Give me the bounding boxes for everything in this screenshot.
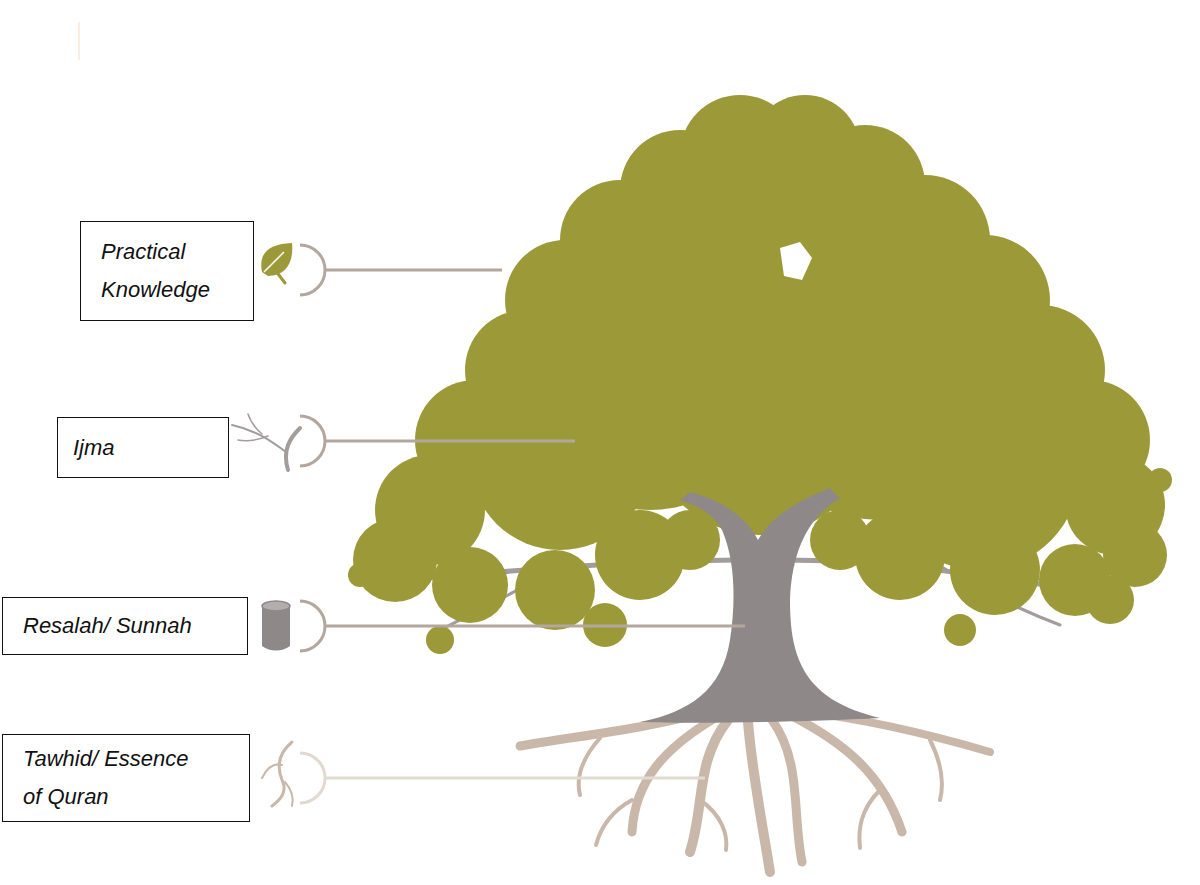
text-holder: Practical Knowledge	[101, 233, 241, 309]
foliage	[944, 614, 976, 646]
foliage	[950, 525, 1040, 615]
branch-icon	[238, 436, 268, 441]
label-box: Practical Knowledge	[80, 221, 254, 321]
root	[748, 722, 770, 872]
leaf-vein	[264, 252, 284, 272]
stump-icon	[262, 606, 290, 651]
leader-bracket	[300, 245, 325, 295]
roots	[520, 712, 990, 872]
stump-top	[262, 601, 290, 611]
foliage	[515, 550, 595, 630]
root	[700, 800, 726, 850]
text-holder: Ijma	[73, 429, 115, 467]
text-holder: Resalah/ Sunnah	[23, 607, 192, 645]
foliage	[1086, 576, 1134, 624]
box-label: Ijma	[73, 429, 115, 467]
leaf-stem	[272, 266, 285, 283]
label-box: Ijma	[57, 417, 229, 478]
root	[579, 738, 600, 795]
leader-line	[325, 625, 745, 628]
stray-mark	[78, 22, 80, 60]
canopy-gap	[780, 242, 812, 280]
box-label: Tawhid/ Essence of Quran	[23, 740, 203, 816]
root	[772, 720, 802, 862]
label-box: Resalah/ Sunnah	[2, 597, 248, 655]
leader-line	[325, 440, 575, 443]
root	[690, 720, 728, 852]
leader-line	[325, 269, 502, 272]
foliage	[426, 626, 454, 654]
branch-icon	[232, 414, 300, 470]
foliage	[353, 518, 437, 602]
stump-icon	[262, 601, 290, 651]
root	[596, 800, 632, 845]
root	[859, 790, 880, 848]
branch-icon	[232, 425, 286, 452]
box-label: Practical Knowledge	[101, 233, 241, 309]
foliage	[348, 563, 372, 587]
leader-bracket	[300, 601, 325, 651]
foliage	[810, 510, 870, 570]
root-icon	[285, 782, 293, 806]
trunk	[640, 488, 880, 723]
leader-lines	[300, 753, 705, 803]
root-icon	[262, 764, 282, 778]
foliage	[855, 510, 945, 600]
branch-icon	[286, 428, 300, 470]
root	[792, 716, 902, 832]
leaf-icon	[261, 243, 292, 283]
root-icon	[272, 742, 292, 806]
leader-bracket	[300, 416, 325, 466]
branch-icon	[248, 414, 262, 434]
foliage	[645, 305, 875, 535]
box-label: Resalah/ Sunnah	[23, 607, 192, 645]
text-holder: Tawhid/ Essence of Quran	[23, 740, 203, 816]
root	[930, 740, 942, 800]
leader-line	[325, 777, 705, 780]
label-box: Tawhid/ Essence of Quran	[2, 734, 250, 822]
foliage	[432, 547, 508, 623]
leader-lines	[300, 245, 745, 651]
foliage	[660, 510, 720, 570]
leader-bracket	[300, 753, 325, 803]
root-icon	[262, 742, 293, 806]
foliage	[1148, 468, 1172, 492]
